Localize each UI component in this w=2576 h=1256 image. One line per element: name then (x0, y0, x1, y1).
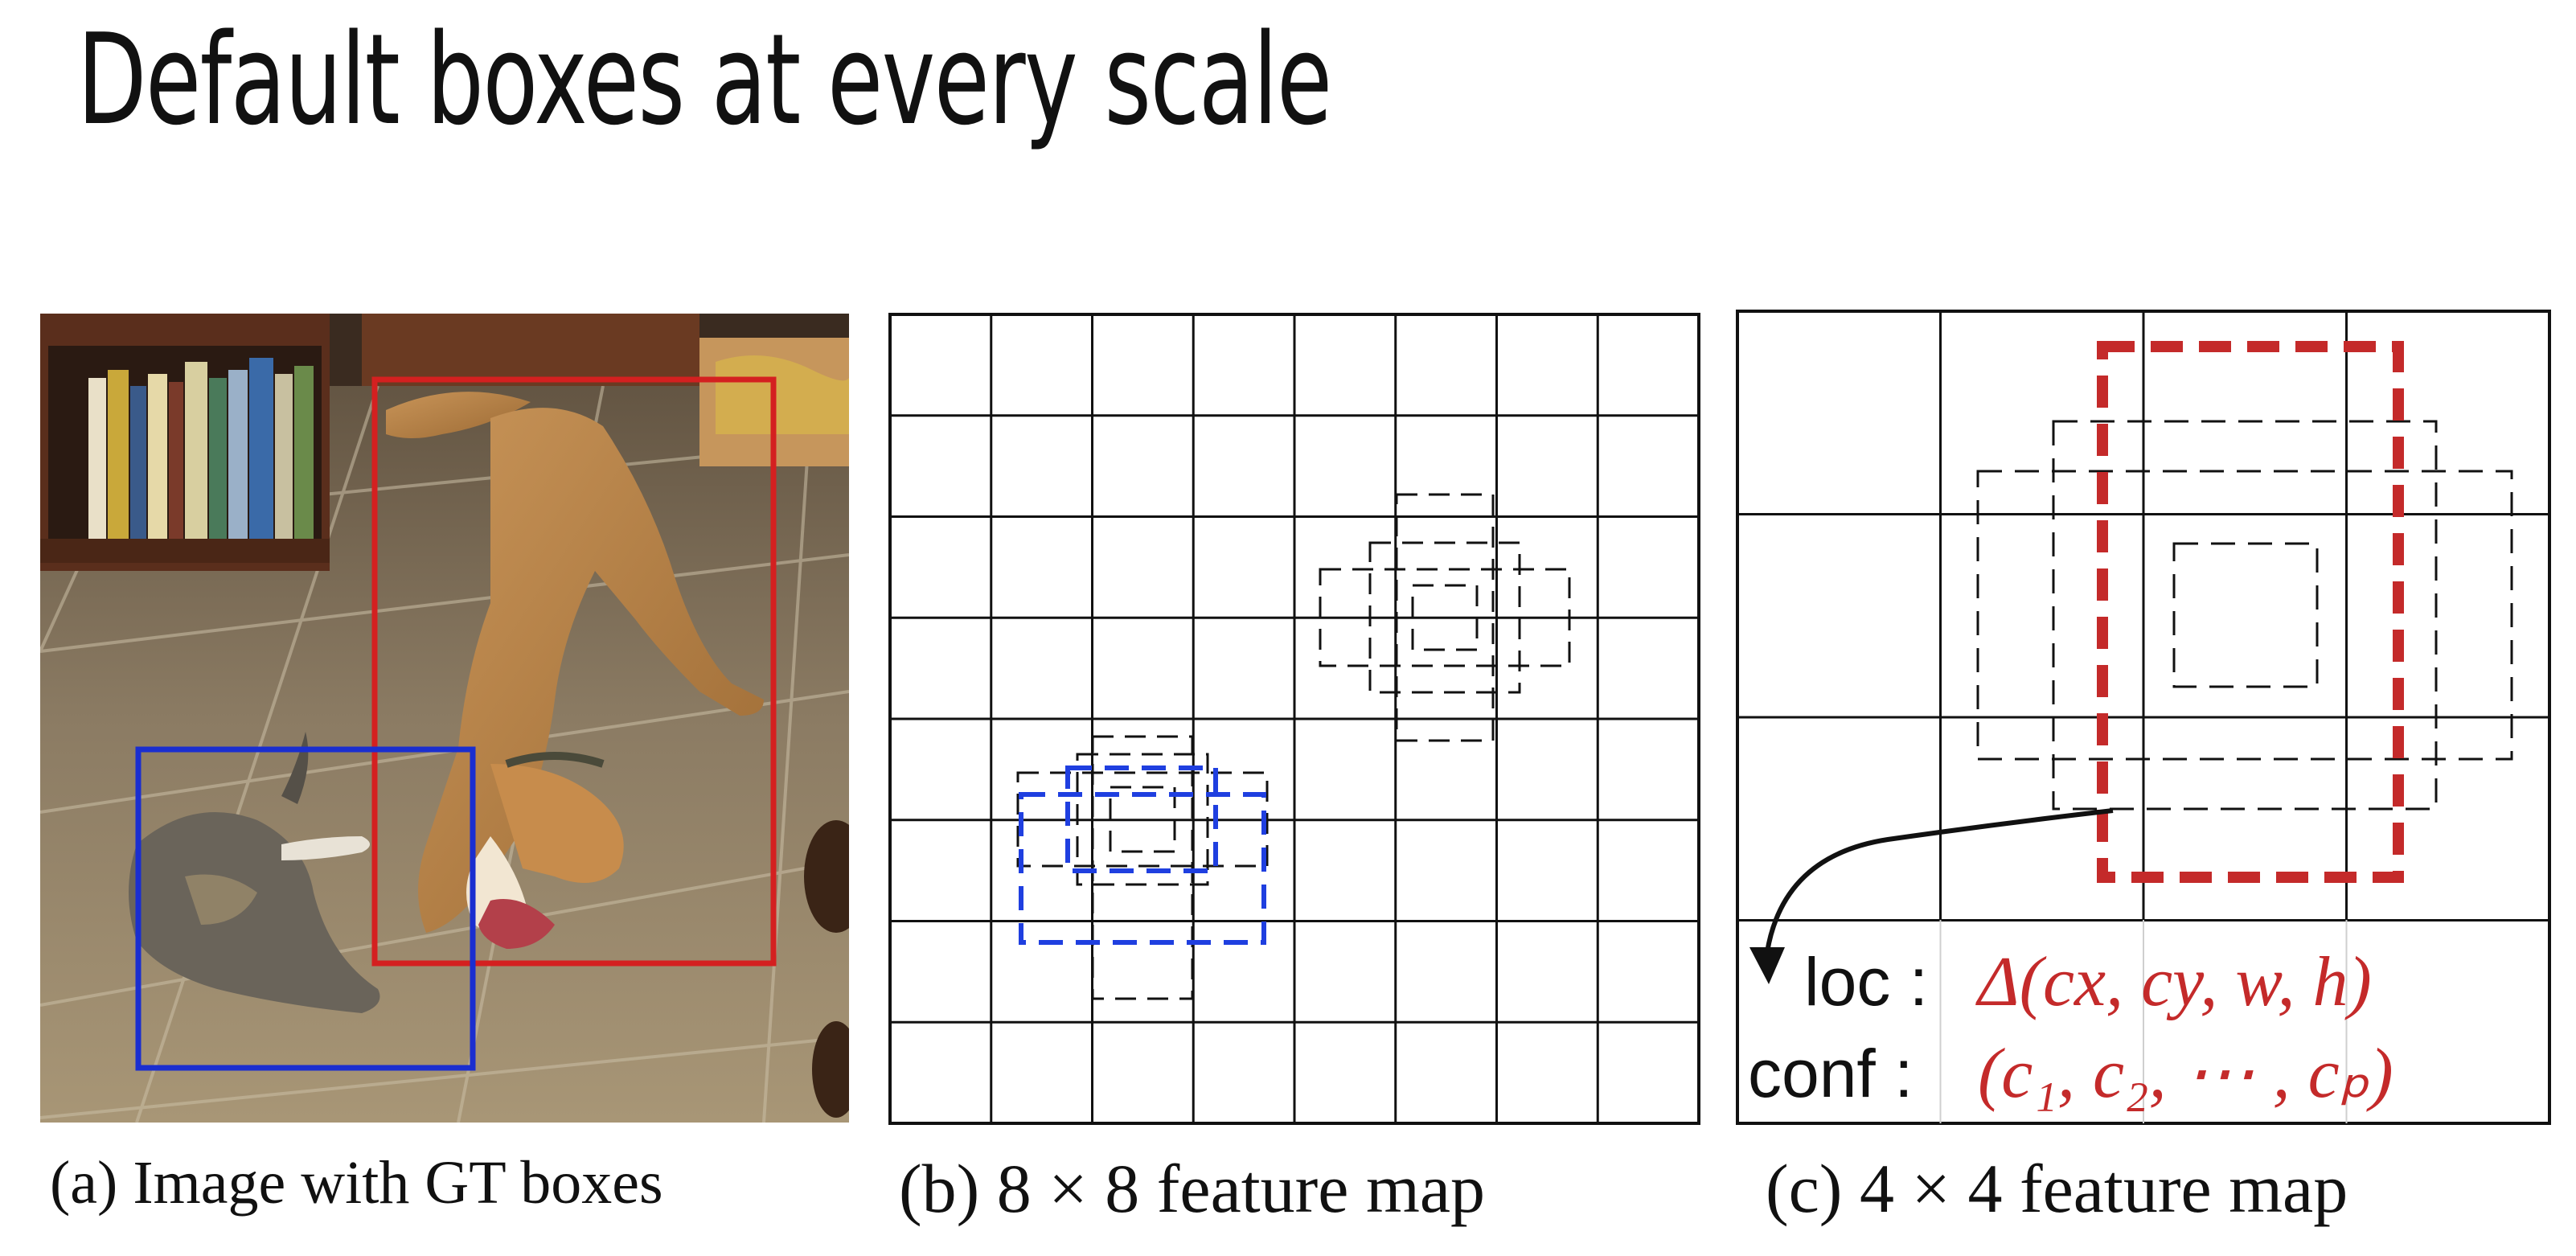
caption-panel-a: (a) Image with GT boxes (50, 1149, 663, 1217)
slide-title: Default boxes at every scale (77, 6, 1332, 153)
default-boxes-lower (1016, 735, 1269, 1000)
caption-panel-c: (c) 4 × 4 feature map (1766, 1150, 2348, 1227)
arrow-curve (1765, 808, 2114, 953)
panel-c-feature-map: loc : Δ(cx, cy, w, h) conf : (c₁, c₂, ⋯ … (1735, 309, 2552, 1126)
loc-formula: Δ(cx, cy, w, h) (1975, 943, 2372, 1021)
matched-box-dog (2097, 341, 2404, 883)
dog-cat-photo (39, 314, 868, 1123)
loc-label: loc : (1804, 944, 1928, 1020)
caption-panel-b: (b) 8 × 8 feature map (899, 1150, 1486, 1227)
grid-8x8 (888, 313, 1700, 1125)
grid-4x4: loc : Δ(cx, cy, w, h) conf : (c₁, c₂, ⋯ … (1736, 310, 2551, 1125)
panel-b-feature-map (888, 312, 1701, 1126)
matched-boxes-cat (1019, 766, 1266, 945)
default-boxes-c (1976, 420, 2513, 811)
arrow-head (1749, 947, 1785, 984)
gt-box-dog (371, 376, 777, 967)
default-boxes-upper (1319, 493, 1571, 742)
panel-a-photo (39, 314, 868, 1123)
gt-box-cat (135, 746, 476, 1071)
conf-formula: (c₁, c₂, ⋯ , cₚ) (1978, 1035, 2393, 1113)
conf-label: conf : (1748, 1036, 1913, 1111)
